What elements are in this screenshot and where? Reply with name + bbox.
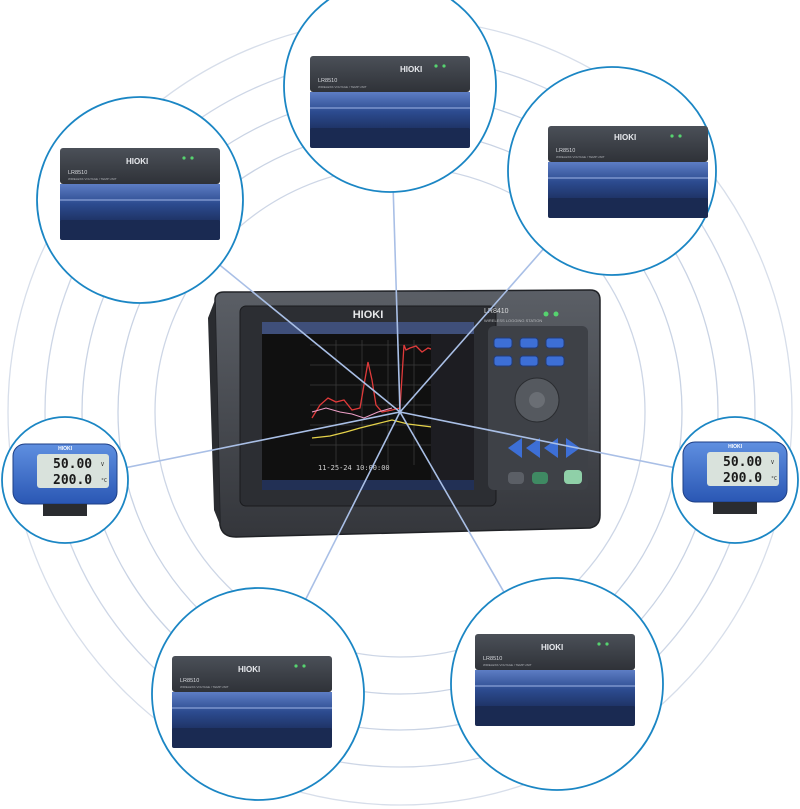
lcd-unit-2: °C [771, 476, 777, 482]
screen-timestamp: 11-25-24 10:00:00 [318, 464, 390, 472]
module-subtitle-label: WIRELESS VOLTAGE / TEMP UNIT [556, 155, 605, 159]
mini-logger-badge: 50.00 200.0 V °C HIOKI [671, 416, 799, 544]
module-model-label: LR8510 [68, 170, 87, 176]
lcd-unit-2: °C [101, 478, 107, 484]
module-brand-logo: HIOKI [400, 65, 422, 74]
module-brand-logo: HIOKI [126, 157, 148, 166]
cursor-pad-enter[interactable] [529, 392, 545, 408]
function-key[interactable] [545, 355, 565, 367]
module-subtitle-label: WIRELESS VOLTAGE / TEMP UNIT [180, 685, 229, 689]
arrow-left-key[interactable] [508, 438, 522, 458]
module-brand-logo: HIOKI [541, 643, 563, 652]
status-led [553, 311, 559, 317]
function-key[interactable] [493, 355, 513, 367]
module-badge: HIOKI LR8510 WIRELESS VOLTAGE / TEMP UNI… [507, 66, 717, 276]
module-badge: HIOKI LR8510 WIRELESS VOLTAGE / TEMP UNI… [450, 577, 664, 791]
lcd-reading-1: 50.00 [723, 455, 762, 470]
arrow-right-key[interactable] [566, 438, 580, 458]
function-key[interactable] [493, 337, 513, 349]
trace-yellow [311, 419, 441, 439]
lcd-unit-1: V [101, 462, 104, 468]
mini-logger-brand-logo: HIOKI [728, 444, 743, 450]
unit-model-label: LR8410 [484, 308, 509, 315]
module-subtitle-label: WIRELESS VOLTAGE / TEMP UNIT [318, 85, 367, 89]
function-key[interactable] [519, 355, 539, 367]
lcd-reading-2: 200.0 [53, 473, 92, 488]
arrow-key[interactable] [526, 438, 540, 458]
module-brand-logo: HIOKI [238, 665, 260, 674]
lcd-reading-2: 200.0 [723, 471, 762, 486]
start-button[interactable] [532, 472, 548, 484]
trace-red [311, 344, 441, 419]
module-badge: HIOKI LR8510 WIRELESS VOLTAGE / TEMP UNI… [36, 96, 244, 304]
module-subtitle-label: WIRELESS VOLTAGE / TEMP UNIT [483, 663, 532, 667]
module-model-label: LR8510 [556, 148, 575, 154]
module-model-label: LR8510 [180, 678, 199, 684]
function-key[interactable] [519, 337, 539, 349]
module-badge: HIOKI LR8510 WIRELESS VOLTAGE / TEMP UNI… [151, 587, 365, 801]
module-model-label: LR8510 [318, 78, 337, 84]
lcd-reading-1: 50.00 [53, 457, 92, 472]
module-subtitle-label: WIRELESS VOLTAGE / TEMP UNIT [68, 177, 117, 181]
trace-pink [311, 407, 393, 419]
status-led [543, 311, 549, 317]
module-badge: HIOKI LR8510 WIRELESS VOLTAGE / TEMP UNI… [283, 0, 497, 193]
save-button[interactable] [564, 470, 582, 484]
mini-logger-brand-logo: HIOKI [58, 446, 73, 452]
function-key[interactable] [545, 337, 565, 349]
module-brand-logo: HIOKI [614, 133, 636, 142]
stop-button[interactable] [508, 472, 524, 484]
unit-subtitle-label: WIRELESS LOGGING STATION [484, 318, 542, 323]
lcd-unit-1: V [771, 460, 774, 466]
lcd-display [707, 452, 779, 486]
module-model-label: LR8510 [483, 656, 502, 662]
mini-logger-badge: 50.00 200.0 V °C HIOKI [1, 416, 129, 544]
unit-brand-logo: HIOKI [353, 309, 384, 321]
lcd-display [37, 454, 109, 488]
